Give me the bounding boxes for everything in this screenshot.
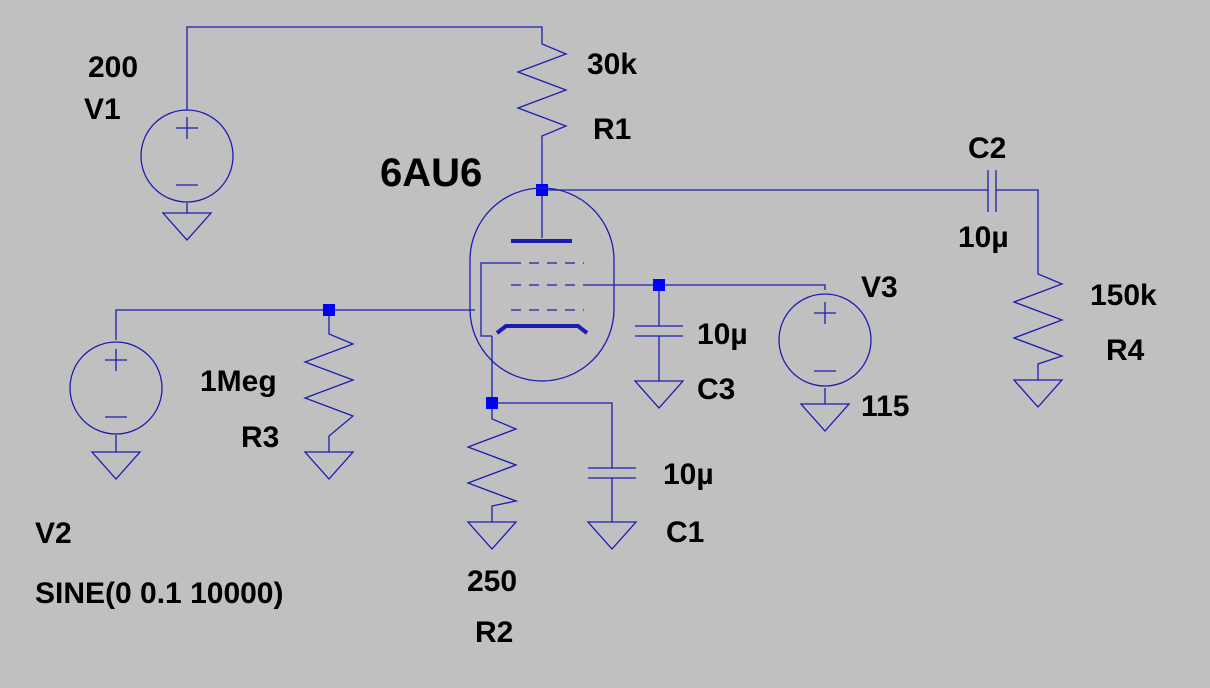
resistor-r4[interactable]: [1012, 270, 1064, 368]
wire-c2-to-r4: [996, 189, 1039, 270]
v1-circle: [140, 109, 234, 203]
junction-cathode: [486, 397, 498, 409]
v2-circle: [69, 341, 163, 435]
grounds: [90, 212, 1064, 550]
junction-plate: [536, 184, 548, 196]
v2-value-label: SINE(0 0.1 10000): [35, 577, 283, 610]
v3-value-label: 115: [861, 390, 909, 423]
ground-icon: [633, 380, 685, 409]
wire-cathode-to-c1: [492, 402, 613, 468]
tube-6au6[interactable]: [469, 187, 615, 382]
capacitor-c3[interactable]: [635, 325, 683, 337]
c2-value-label: 10µ: [958, 221, 1009, 254]
c3-value-label: 10µ: [697, 318, 748, 351]
wire-v1-to-r1: [186, 26, 543, 110]
junction-screen: [653, 279, 665, 291]
resistor-r3[interactable]: [303, 330, 355, 440]
tube-suppressor-link: [480, 262, 511, 337]
r2-zigzag: [466, 415, 519, 510]
voltage-source-v3[interactable]: [778, 293, 872, 387]
wire-screen-to-v3: [584, 284, 826, 290]
r4-value-label: 150k: [1090, 279, 1157, 312]
plus-icon: [105, 349, 127, 371]
r3-zigzag: [303, 330, 355, 440]
v2-ref-label: V2: [35, 517, 72, 550]
tube-cathode: [495, 324, 589, 335]
capacitor-c2[interactable]: [987, 170, 997, 212]
voltage-source-v1[interactable]: [140, 109, 234, 203]
v3-circle: [778, 293, 872, 387]
r3-value-label: 1Meg: [200, 365, 277, 398]
v1-value-label: 200: [88, 51, 138, 84]
resistor-r1[interactable]: [516, 40, 568, 140]
ground-icon: [466, 521, 518, 550]
c3-ref-label: C3: [697, 373, 735, 406]
ground-icon: [1012, 379, 1064, 408]
plus-icon: [176, 117, 198, 139]
c1-ref-label: C1: [666, 516, 704, 549]
junction-grid: [323, 304, 335, 316]
v3-ref-label: V3: [861, 271, 898, 304]
r2-value-label: 250: [467, 565, 517, 598]
ground-icon: [90, 451, 142, 480]
plus-icon: [814, 302, 836, 324]
tube-model-label: 6AU6: [380, 151, 482, 195]
ground-icon: [586, 521, 638, 550]
junctions: [323, 184, 665, 409]
wire-v2-to-grid: [115, 309, 475, 340]
tube-envelope: [469, 187, 615, 382]
ground-icon: [799, 403, 851, 432]
v1-ref-label: V1: [84, 93, 121, 126]
ground-icon: [303, 451, 355, 480]
capacitor-c1[interactable]: [588, 467, 636, 479]
r1-value-label: 30k: [587, 48, 637, 81]
r3-ref-label: R3: [241, 421, 279, 454]
r1-ref-label: R1: [593, 113, 631, 146]
r1-zigzag: [516, 40, 568, 140]
resistor-r2[interactable]: [466, 415, 519, 510]
voltage-source-v2[interactable]: [69, 341, 163, 435]
labels: 6AU6 200 V1 30k R1 C2 10µ V3 115 10µ C3 …: [35, 48, 1157, 649]
r4-ref-label: R4: [1106, 334, 1145, 367]
ground-icon: [161, 212, 213, 241]
c1-value-label: 10µ: [663, 458, 714, 491]
c2-ref-label: C2: [968, 132, 1006, 165]
r2-ref-label: R2: [475, 616, 513, 649]
r4-zigzag: [1012, 270, 1064, 368]
